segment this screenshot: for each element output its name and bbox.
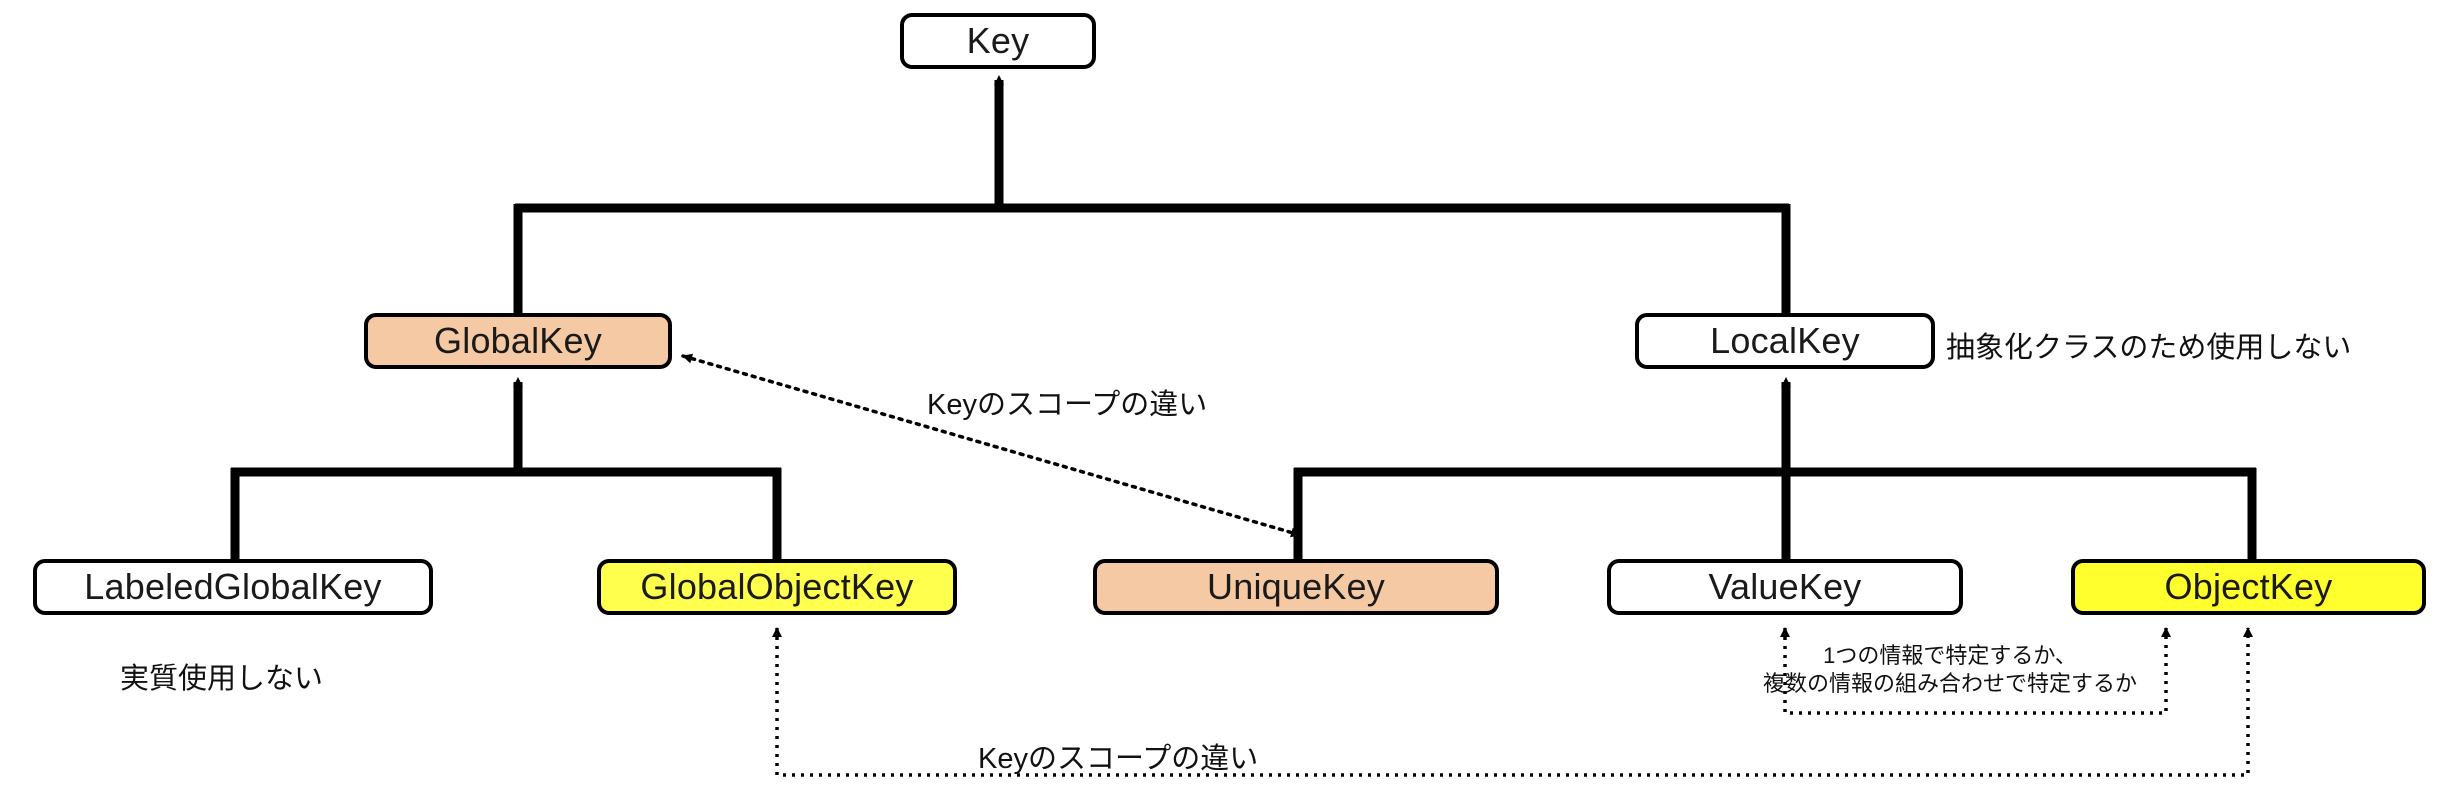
node-globalobjectkey-label: GlobalObjectKey xyxy=(640,566,914,607)
node-objectkey-label: ObjectKey xyxy=(2164,566,2333,607)
edge-scope-globalkey-uniquekey xyxy=(681,353,1302,538)
node-valuekey[interactable]: ValueKey xyxy=(1607,559,1963,615)
node-globalkey[interactable]: GlobalKey xyxy=(364,313,672,369)
node-objectkey[interactable]: ObjectKey xyxy=(2071,559,2426,615)
node-globalobjectkey[interactable]: GlobalObjectKey xyxy=(597,559,957,615)
edge-globalkey-children xyxy=(230,377,782,559)
annotation-box-valuekey-objectkey: 1つの情報で特定するか、 複数の情報の組み合わせで特定するか xyxy=(1695,642,2205,697)
node-globalkey-label: GlobalKey xyxy=(434,320,602,361)
node-localkey-label: LocalKey xyxy=(1710,320,1860,361)
edge-localkey-children xyxy=(1293,377,2257,559)
annotation-scope-note-top: Keyのスコープの違い xyxy=(927,389,1208,421)
node-key[interactable]: Key xyxy=(900,13,1096,69)
edge-key-children xyxy=(513,75,1791,313)
node-key-label: Key xyxy=(966,20,1030,61)
node-labeledglobalkey-label: LabeledGlobalKey xyxy=(84,566,382,607)
node-valuekey-label: ValueKey xyxy=(1708,566,1862,607)
annotation-labeledglobalkey-note: 実質使用しない xyxy=(120,663,324,695)
node-uniquekey-label: UniqueKey xyxy=(1207,566,1385,607)
annotation-localkey-note: 抽象化クラスのため使用しない xyxy=(1946,332,2352,364)
edge-scope-globalobjectkey-objectkey xyxy=(772,627,2253,777)
annotation-box-line-1: 1つの情報で特定するか、 xyxy=(1823,643,2077,668)
node-localkey[interactable]: LocalKey xyxy=(1635,313,1935,369)
annotation-scope-note-bottom: Keyのスコープの違い xyxy=(978,743,1259,775)
node-uniquekey[interactable]: UniqueKey xyxy=(1093,559,1499,615)
node-labeledglobalkey[interactable]: LabeledGlobalKey xyxy=(33,559,433,615)
annotation-box-line-2: 複数の情報の組み合わせで特定するか xyxy=(1762,670,2137,696)
